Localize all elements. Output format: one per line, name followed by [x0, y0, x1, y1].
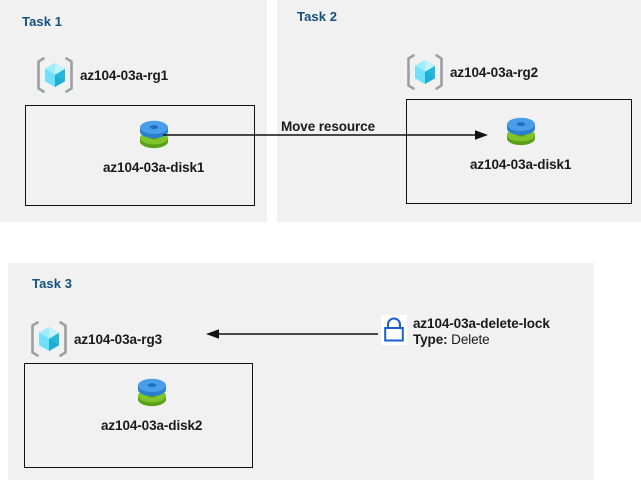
managed-disk-icon	[499, 111, 543, 155]
delete-lock-type-key: Type:	[413, 332, 448, 348]
delete-lock-arrow	[206, 329, 378, 339]
lock-icon	[381, 315, 407, 345]
disk-label-task2: az104-03a-disk1	[470, 157, 572, 172]
delete-lock-type-value: Delete	[451, 332, 490, 348]
resource-group-rg3[interactable]: az104-03a-rg3	[30, 319, 162, 359]
delete-lock-annotation[interactable]: az104-03a-delete-lock Type: Delete	[381, 315, 550, 348]
resource-group-icon	[36, 55, 74, 95]
resource-group-rg2-label: az104-03a-rg2	[450, 64, 539, 80]
move-resource-label: Move resource	[281, 119, 375, 134]
task-1-label: Task 1	[22, 14, 63, 29]
resource-group-rg2[interactable]: az104-03a-rg2	[406, 52, 538, 92]
task-3-resource-box	[24, 363, 253, 468]
managed-disk-icon	[132, 114, 176, 158]
task-1-resource-box	[25, 105, 255, 206]
resource-group-icon	[30, 319, 68, 359]
disk-az104-03a-disk1-task1[interactable]: az104-03a-disk1	[103, 114, 204, 175]
resource-group-rg1-label: az104-03a-rg1	[80, 67, 169, 83]
delete-lock-name: az104-03a-delete-lock	[413, 316, 550, 331]
move-resource-arrow	[163, 130, 488, 140]
managed-disk-icon	[130, 372, 174, 416]
disk-az104-03a-disk1-task2[interactable]: az104-03a-disk1	[470, 111, 571, 172]
task-2-resource-box	[406, 99, 632, 204]
task-2-label: Task 2	[297, 9, 338, 24]
disk-az104-03a-disk2-task3[interactable]: az104-03a-disk2	[101, 372, 202, 433]
task-3-label: Task 3	[32, 276, 73, 291]
disk-label-task3: az104-03a-disk2	[101, 418, 203, 433]
delete-lock-type: Type: Delete	[413, 332, 550, 348]
resource-group-rg3-label: az104-03a-rg3	[74, 331, 163, 347]
disk-label-task1: az104-03a-disk1	[103, 160, 205, 175]
resource-group-icon	[406, 52, 444, 92]
resource-group-rg1[interactable]: az104-03a-rg1	[36, 55, 168, 95]
